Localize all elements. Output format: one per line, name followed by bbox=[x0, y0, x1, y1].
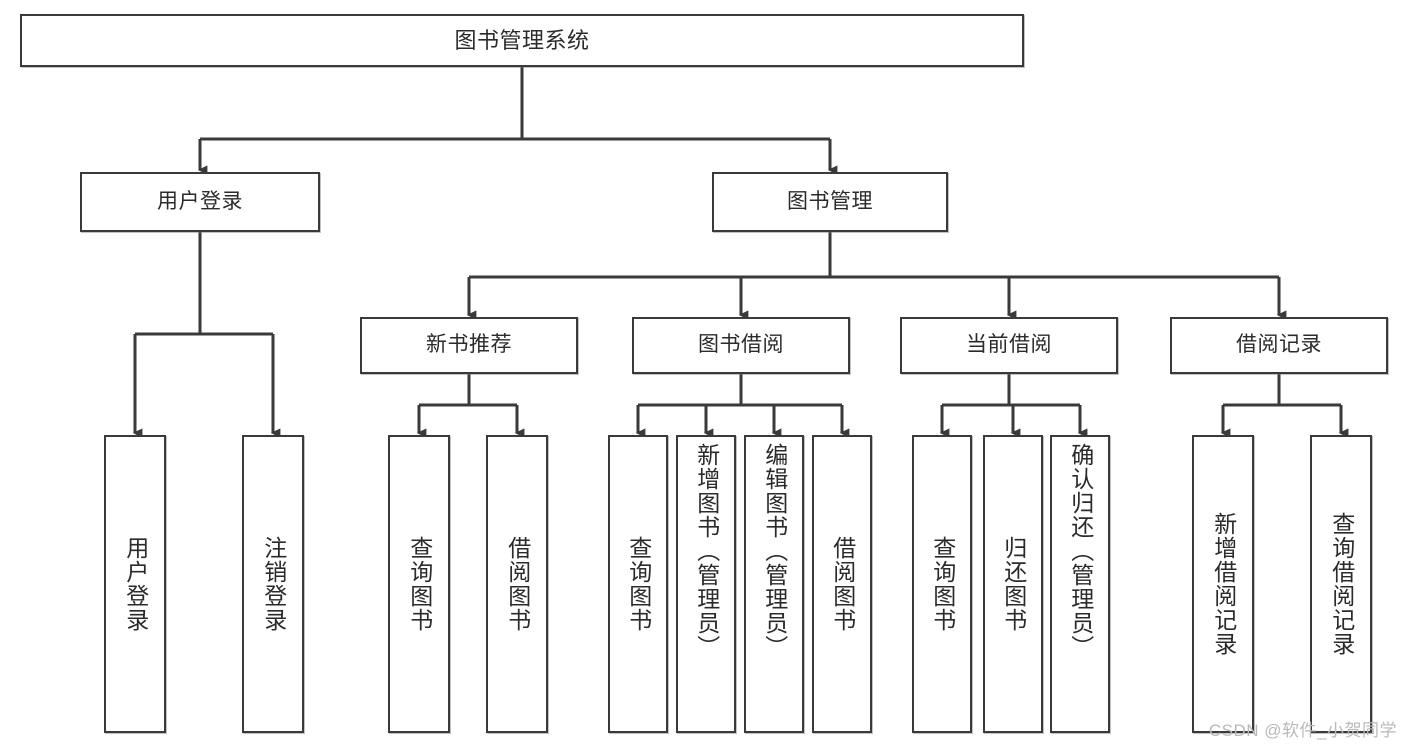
node-current-borrow[interactable]: 当前借阅 bbox=[900, 317, 1118, 374]
node-label: 查询借阅记录 bbox=[1328, 512, 1355, 656]
node-book-borrow[interactable]: 图书借阅 bbox=[632, 317, 850, 374]
node-leaf-confirm-return[interactable]: 确认归还（管理员） bbox=[1050, 435, 1110, 733]
node-leaf-add-book[interactable]: 新增图书（管理员） bbox=[676, 435, 736, 733]
node-label: 用户登录 bbox=[122, 536, 149, 632]
node-leaf-query-book-3[interactable]: 查询图书 bbox=[912, 435, 972, 733]
node-leaf-edit-book[interactable]: 编辑图书（管理员） bbox=[744, 435, 804, 733]
node-label: 借阅图书 bbox=[829, 536, 856, 632]
node-new-book-recommend[interactable]: 新书推荐 bbox=[360, 317, 578, 374]
node-leaf-query-book-2[interactable]: 查询图书 bbox=[608, 435, 668, 733]
node-leaf-query-record[interactable]: 查询借阅记录 bbox=[1310, 435, 1372, 733]
node-leaf-user-login[interactable]: 用户登录 bbox=[104, 435, 166, 733]
node-label: 借阅图书 bbox=[504, 536, 531, 632]
node-label: 新增借阅记录 bbox=[1210, 512, 1237, 656]
node-leaf-borrow-book-2[interactable]: 借阅图书 bbox=[812, 435, 872, 733]
node-label: 查询图书 bbox=[406, 536, 433, 632]
node-leaf-return-book[interactable]: 归还图书 bbox=[983, 435, 1043, 733]
node-leaf-add-record[interactable]: 新增借阅记录 bbox=[1192, 435, 1254, 733]
node-label: 当前借阅 bbox=[966, 333, 1052, 357]
node-label: 注销登录 bbox=[260, 536, 287, 632]
node-label: 编辑图书（管理员） bbox=[761, 443, 788, 659]
node-borrow-record[interactable]: 借阅记录 bbox=[1170, 317, 1388, 374]
node-label: 查询图书 bbox=[929, 536, 956, 632]
node-label: 图书管理 bbox=[787, 189, 873, 213]
node-leaf-logout[interactable]: 注销登录 bbox=[242, 435, 304, 733]
node-label: 确认归还（管理员） bbox=[1067, 443, 1094, 659]
node-label: 图书借阅 bbox=[698, 333, 784, 357]
node-user-login[interactable]: 用户登录 bbox=[80, 172, 320, 232]
node-book-manage[interactable]: 图书管理 bbox=[712, 172, 948, 232]
node-root[interactable]: 图书管理系统 bbox=[20, 14, 1024, 67]
node-label: 新增图书（管理员） bbox=[693, 443, 720, 659]
csdn-watermark: CSDN @软件_小贺同学 bbox=[1208, 721, 1397, 740]
node-label: 借阅记录 bbox=[1236, 333, 1322, 357]
node-label: 用户登录 bbox=[157, 189, 243, 213]
node-label: 归还图书 bbox=[1000, 536, 1027, 632]
node-label: 新书推荐 bbox=[426, 333, 512, 357]
node-label: 图书管理系统 bbox=[454, 27, 590, 53]
node-leaf-query-book-1[interactable]: 查询图书 bbox=[388, 435, 450, 733]
node-label: 查询图书 bbox=[625, 536, 652, 632]
node-leaf-borrow-book-1[interactable]: 借阅图书 bbox=[486, 435, 548, 733]
